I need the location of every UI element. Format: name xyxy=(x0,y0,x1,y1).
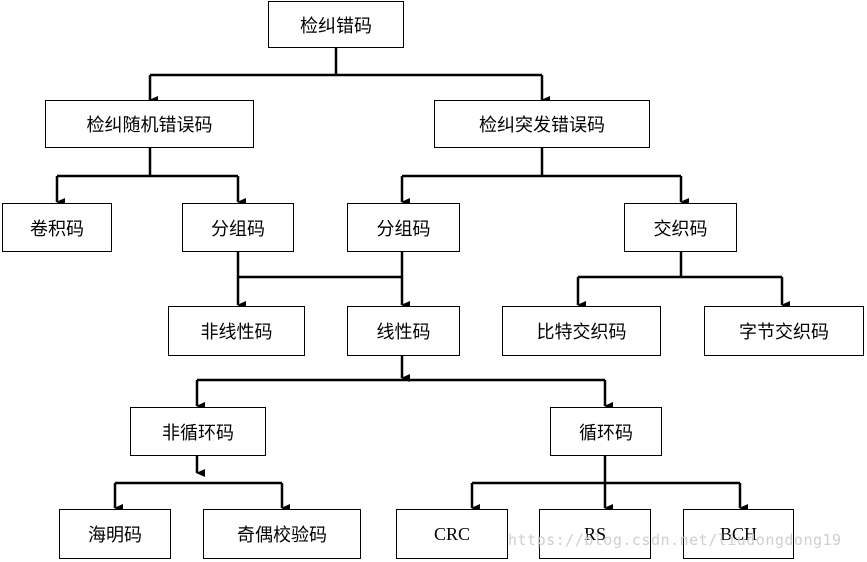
node-crc: CRC xyxy=(396,509,508,559)
node-bch: BCH xyxy=(683,509,794,559)
node-byte-interleaved-code: 字节交织码 xyxy=(704,306,864,356)
node-rs: RS xyxy=(539,509,651,559)
node-block-code-1: 分组码 xyxy=(182,203,294,252)
node-nonlinear-code: 非线性码 xyxy=(168,306,305,356)
node-parity-check-code: 奇偶校验码 xyxy=(203,509,361,559)
node-cyclic-code: 循环码 xyxy=(550,407,662,456)
node-noncyclic-code: 非循环码 xyxy=(130,407,266,456)
node-root: 检纠错码 xyxy=(268,1,404,48)
node-random-error-codes: 检纠随机错误码 xyxy=(45,100,254,148)
node-linear-code: 线性码 xyxy=(347,306,460,356)
node-block-code-2: 分组码 xyxy=(347,203,460,252)
node-hamming-code: 海明码 xyxy=(59,509,171,559)
node-burst-error-codes: 检纠突发错误码 xyxy=(434,100,650,148)
node-bit-interleaved-code: 比特交织码 xyxy=(502,306,661,356)
watermark-url: https://blog.csdn.net/liudongdong19 xyxy=(508,531,842,549)
node-interleaved-code: 交织码 xyxy=(624,203,737,252)
node-convolutional-code: 卷积码 xyxy=(2,203,112,252)
